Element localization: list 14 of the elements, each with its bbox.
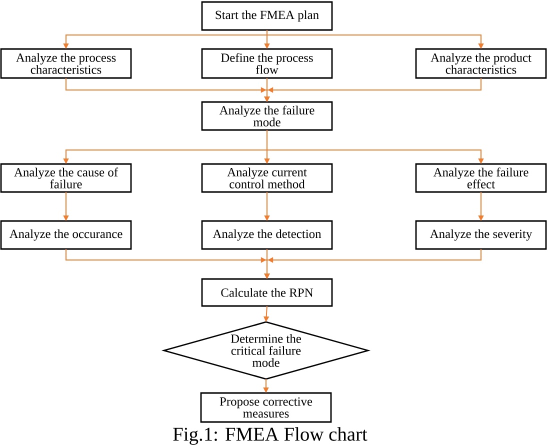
- process-box: Analyze the cause of failure: [0, 163, 132, 193]
- process-box: Propose corrective measures: [200, 392, 332, 423]
- process-box: Analyze the severity: [415, 220, 547, 250]
- process-box: Start the FMEA plan: [201, 1, 333, 31]
- process-box: Analyze the process characteristics: [0, 48, 132, 79]
- caption: Fig.1: FMEA Flow chart: [173, 427, 368, 445]
- process-box: Analyze the occurance: [0, 220, 132, 250]
- process-box: Analyze current control method: [201, 163, 333, 193]
- process-box: Analyze the failure effect: [415, 163, 547, 193]
- process-box: Analyze the product characteristics: [415, 48, 547, 79]
- process-box: Define the process flow: [201, 48, 333, 79]
- process-box: Analyze the failure mode: [201, 101, 333, 131]
- process-box: Analyze the detection: [201, 220, 333, 250]
- process-box: Calculate the RPN: [201, 278, 333, 307]
